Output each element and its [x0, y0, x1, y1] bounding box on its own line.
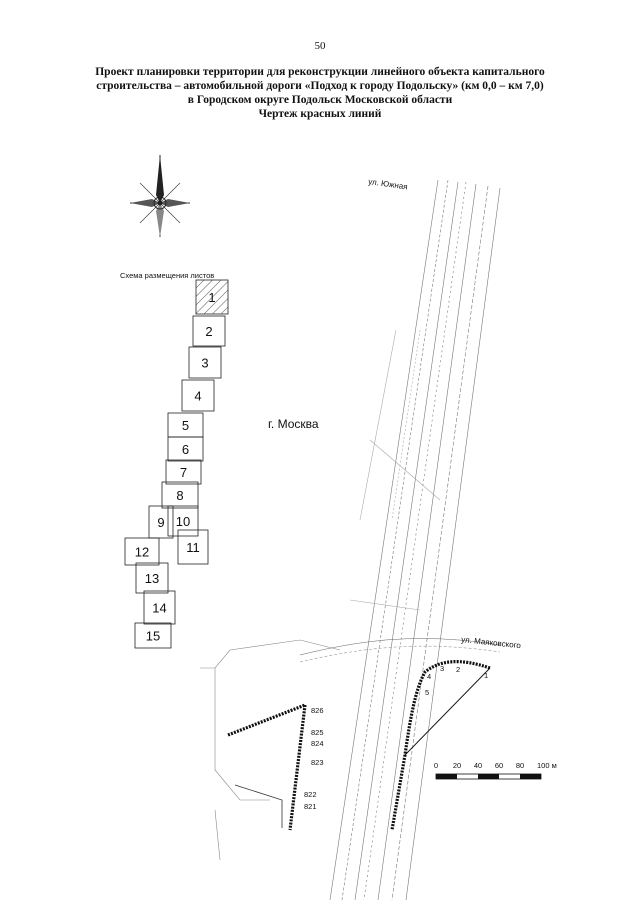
sheet-1: 1 [195, 279, 229, 315]
sheet-12: 12 [124, 537, 160, 566]
sheet-number: 1 [208, 290, 215, 305]
scale-tick-label: 40 [474, 761, 482, 770]
sheet-7: 7 [165, 459, 202, 485]
region-label: г. Москва [268, 417, 319, 431]
right-point-labels: 1 2 34 5 [425, 664, 488, 697]
sheet-number: 3 [201, 356, 208, 371]
point-label-2: 2 [456, 665, 460, 674]
sheet-9: 9 [148, 505, 174, 539]
point-label-821: 821 [304, 802, 317, 811]
street-label-south: ул. Южная [368, 177, 408, 191]
document-title: Проект планировки территории для реконст… [40, 65, 600, 121]
sheet-layout-caption: Схема размещения листов [120, 271, 214, 280]
sheet-number: 14 [152, 601, 166, 616]
sheet-11: 11 [177, 529, 209, 565]
point-label-826: 826 [311, 706, 324, 715]
sheet-number: 5 [182, 418, 189, 433]
sheet-2: 2 [192, 315, 226, 347]
red-line-left [227, 703, 307, 831]
title-line-2: строительства – автомобильной дороги «По… [96, 80, 544, 92]
page-number: 50 [314, 40, 326, 52]
sheet-3: 3 [188, 346, 222, 379]
red-line-right [390, 660, 491, 831]
sheet-14: 14 [143, 590, 176, 625]
sheet-13: 13 [135, 562, 169, 594]
sheet-5: 5 [167, 412, 204, 438]
sheet-4: 4 [181, 379, 215, 412]
sheet-6: 6 [167, 436, 204, 462]
sheet-number: 8 [176, 488, 183, 503]
point-label-823: 823 [311, 758, 324, 767]
scale-tick-label: 20 [453, 761, 461, 770]
sheet-number: 15 [146, 629, 160, 644]
scale-tick-label: 100 м [537, 761, 557, 770]
sheet-number: 11 [186, 540, 200, 555]
sheet-15: 15 [134, 622, 172, 649]
point-label-3: 3 [440, 664, 444, 673]
scale-tick-label: 80 [516, 761, 524, 770]
left-boundary [200, 639, 341, 861]
point-label-822: 822 [304, 790, 317, 799]
sheet-number: 12 [135, 545, 149, 560]
point-label-4: 4 [427, 672, 431, 681]
road-corridor [299, 179, 501, 901]
sheet-10: 10 [167, 505, 199, 537]
scale-tick-label: 60 [495, 761, 503, 770]
scale-tick-label: 0 [434, 761, 438, 770]
street-label-mayakovsky: ул. Маяковского [461, 635, 522, 650]
title-line-4: Чертеж красных линий [258, 108, 382, 120]
sheet-number: 9 [157, 515, 164, 530]
boundary-line [234, 784, 283, 828]
point-label-1: 1 [484, 671, 488, 680]
scale-bar: 0 20 40 60 80 100 м [434, 761, 557, 780]
sheet-8: 8 [161, 481, 199, 509]
sheet-number: 10 [176, 514, 190, 529]
sheet-number: 4 [194, 389, 201, 404]
sheet-number: 6 [182, 442, 189, 457]
compass-rose-icon [130, 155, 190, 237]
sheet-number: 2 [205, 324, 212, 339]
sheet-number: 7 [180, 465, 187, 480]
sheet-number: 13 [145, 571, 159, 586]
point-label-5: 5 [425, 688, 429, 697]
left-point-labels: 826 825 824 823 822 821 [304, 706, 324, 811]
title-line-3: в Городском округе Подольск Московской о… [187, 94, 453, 106]
title-line-1: Проект планировки территории для реконст… [95, 66, 545, 78]
point-label-824: 824 [311, 739, 324, 748]
point-label-825: 825 [311, 728, 324, 737]
